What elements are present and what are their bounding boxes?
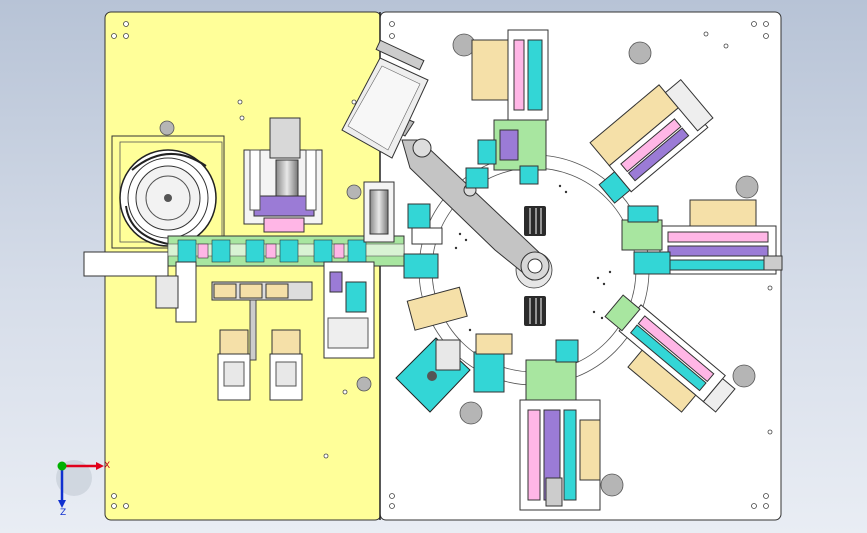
station-top [471, 29, 549, 185]
station-upper-right [589, 78, 714, 204]
station-right [621, 199, 783, 275]
coordinate-triad: X Z [56, 460, 110, 518]
station-lower-right [604, 294, 736, 413]
x-axis-label: X [104, 461, 110, 471]
feed-chute-cover [341, 39, 429, 159]
station-bottom [519, 339, 601, 511]
station-lower-left [395, 333, 513, 413]
press-station [243, 117, 323, 233]
linear-feed-rail [83, 235, 405, 277]
station-left [403, 167, 489, 331]
vibratory-bowl-feeder [111, 135, 225, 249]
transfer-slide [323, 181, 395, 359]
table-fasteners [454, 184, 612, 332]
lower-actuators [155, 261, 313, 401]
large-holes [159, 33, 759, 497]
transfer-arm [389, 117, 550, 281]
z-axis-label: Z [60, 508, 66, 518]
mounting-holes [111, 21, 773, 509]
